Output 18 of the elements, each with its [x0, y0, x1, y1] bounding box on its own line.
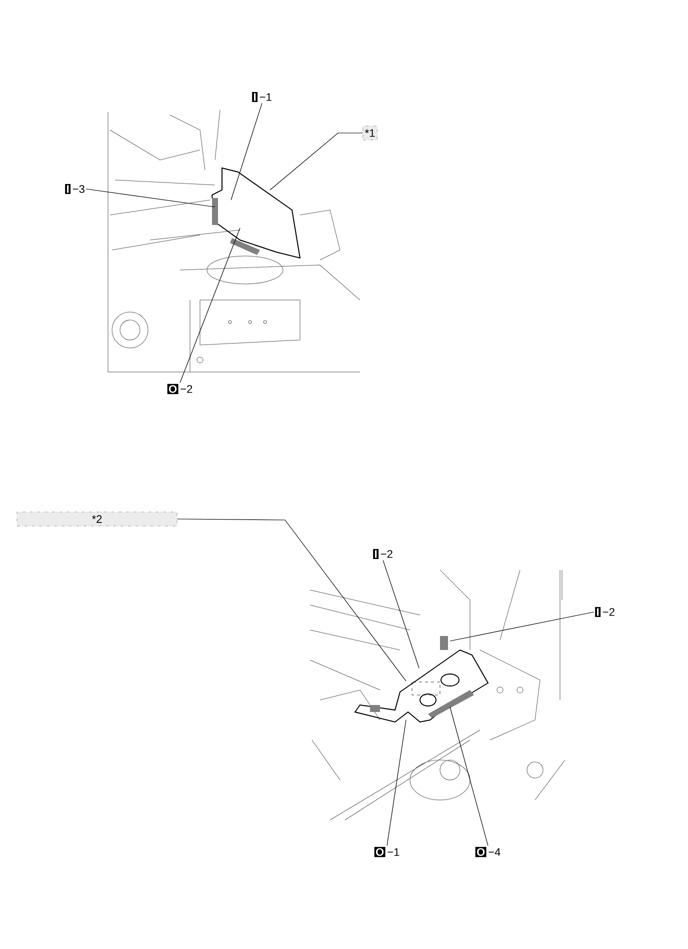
tag-box: *2 [16, 512, 178, 526]
bracket-drawing [354, 636, 489, 723]
callout-label: I −2 [595, 607, 614, 617]
tag-box: *1 [362, 126, 378, 140]
leader-line [450, 706, 488, 846]
callout-label: O −4 [475, 846, 500, 858]
callout-label: I −2 [373, 549, 392, 559]
leader-line [230, 102, 262, 200]
callout-label: O −1 [374, 846, 400, 858]
leader-line [176, 518, 406, 682]
leader-line [270, 132, 363, 190]
leader-line [382, 560, 420, 668]
callout-label: O −2 [167, 384, 192, 394]
leader-line [86, 188, 216, 208]
leader-line [450, 612, 594, 642]
callout-label: I −1 [252, 92, 272, 102]
leader-line [180, 228, 240, 383]
callout-label: I −3 [65, 184, 84, 194]
